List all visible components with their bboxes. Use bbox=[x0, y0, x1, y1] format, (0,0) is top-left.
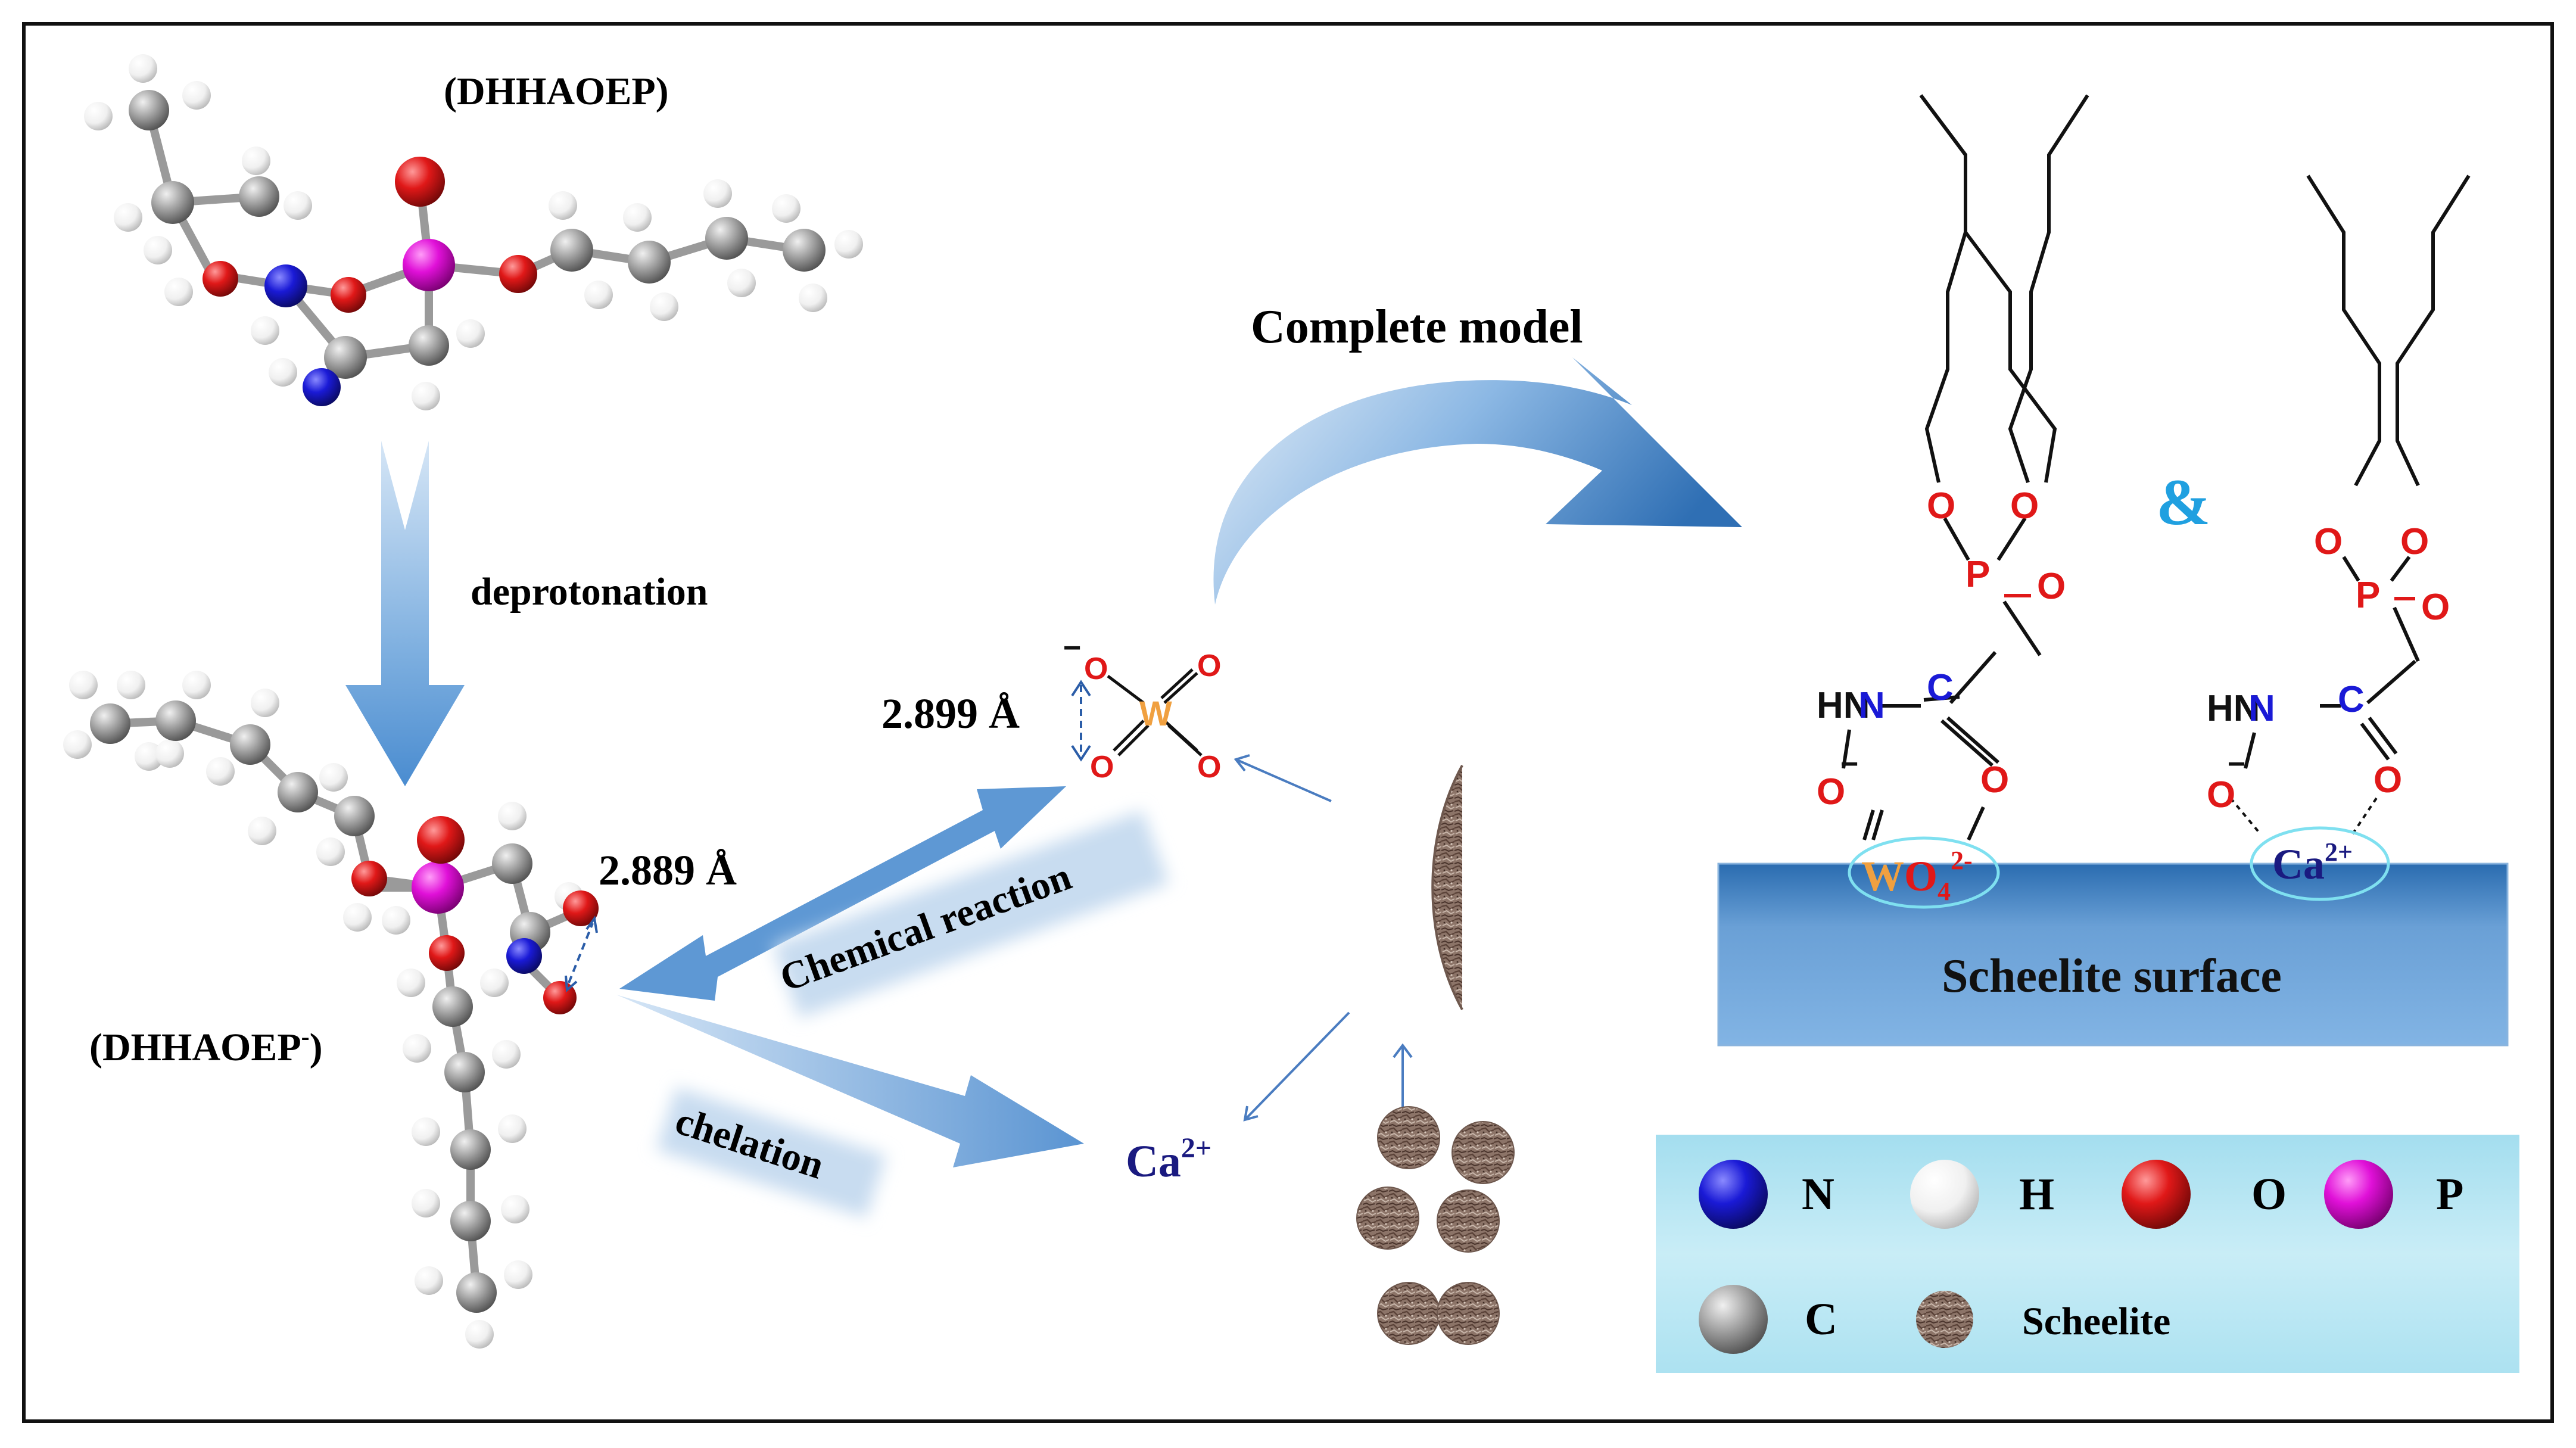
svg-text:O: O bbox=[1197, 649, 1221, 683]
svg-text:O: O bbox=[1090, 750, 1114, 784]
label-dhhaoep-anion: (DHHAOEP-) bbox=[89, 1023, 323, 1069]
scheelite-particles bbox=[1356, 1106, 1515, 1345]
legend-label-h: H bbox=[2019, 1169, 2054, 1219]
svg-text:C: C bbox=[1927, 667, 1954, 708]
molecule-dhhaoep bbox=[84, 54, 863, 410]
molecule-dhhaoep-anion bbox=[63, 671, 599, 1349]
figure-frame bbox=[22, 22, 2554, 1423]
legend-swatch-o bbox=[2122, 1160, 2191, 1229]
svg-text:O: O bbox=[2373, 759, 2402, 801]
legend-label-n: N bbox=[1802, 1169, 1834, 1219]
legend-swatch-h bbox=[1910, 1160, 1979, 1229]
label-distance-ion: 2.889 Å bbox=[599, 846, 737, 894]
legend-swatch-c bbox=[1699, 1285, 1768, 1354]
svg-text:−: − bbox=[1840, 747, 1858, 781]
deprotonation-arrow bbox=[345, 441, 465, 786]
structure-right-n: N bbox=[2248, 688, 2275, 729]
label-distance-tungstate: 2.899 Å bbox=[881, 690, 1020, 737]
pointer-arrows bbox=[1234, 754, 1413, 1132]
legend-label-o: O bbox=[2251, 1169, 2287, 1219]
svg-text:O: O bbox=[1084, 652, 1108, 686]
chemical-reaction-arrow bbox=[619, 786, 1066, 1001]
chelation-glow bbox=[656, 1087, 886, 1218]
label-surface-tungstate: WO42- bbox=[1861, 846, 1973, 906]
legend-swatch-p bbox=[2324, 1160, 2393, 1229]
label-dhhaoep: (DHHAOEP) bbox=[444, 70, 669, 113]
svg-text:O: O bbox=[2314, 521, 2343, 562]
legend-label-scheelite: Scheelite bbox=[2022, 1300, 2170, 1343]
label-scheelite-surface: Scheelite surface bbox=[1942, 950, 2282, 1002]
structure-tungstate-site: O O P O HN C O − O bbox=[1817, 94, 2089, 841]
surface-site-calcium bbox=[2250, 826, 2390, 901]
svg-text:O: O bbox=[1927, 485, 1955, 527]
surface-site-tungstate bbox=[1848, 836, 2000, 909]
svg-text:O: O bbox=[2400, 521, 2429, 562]
label-surface-calcium: Ca2+ bbox=[2272, 837, 2353, 888]
legend: N H O P C Scheelite bbox=[1699, 1160, 2463, 1354]
complete-model-arrow bbox=[1213, 357, 1742, 605]
scheelite-surface bbox=[1717, 862, 2509, 1047]
label-deprotonation: deprotonation bbox=[471, 570, 708, 614]
svg-text:P: P bbox=[2356, 575, 2380, 616]
svg-text:C: C bbox=[2338, 679, 2365, 720]
svg-text:O: O bbox=[1197, 750, 1221, 784]
svg-text:W: W bbox=[1139, 695, 1172, 733]
structure-left-n: N bbox=[1858, 685, 1885, 726]
svg-text:O: O bbox=[2207, 774, 2235, 815]
svg-text:O: O bbox=[1980, 759, 2009, 801]
scheelite-particle-edge bbox=[1431, 765, 1463, 1010]
structure-calcium-site: O O P O HN C O − O bbox=[2207, 175, 2471, 835]
chelation-arrow bbox=[616, 995, 1084, 1167]
svg-text:−: − bbox=[1063, 631, 1081, 665]
distance-marker-ion bbox=[565, 915, 598, 993]
legend-label-p: P bbox=[2436, 1169, 2463, 1219]
legend-swatch-n bbox=[1699, 1160, 1768, 1229]
legend-label-c: C bbox=[1805, 1294, 1837, 1344]
chemical-reaction-glow bbox=[773, 811, 1169, 1018]
svg-text:O: O bbox=[1817, 771, 1845, 812]
legend-swatch-scheelite bbox=[1916, 1291, 1973, 1348]
svg-text:HN: HN bbox=[1817, 685, 1870, 726]
svg-text:O: O bbox=[2037, 566, 2066, 607]
label-ca-ion: Ca2+ bbox=[1126, 1132, 1211, 1187]
svg-text:−: − bbox=[2228, 747, 2245, 781]
svg-text:O: O bbox=[2010, 485, 2039, 527]
tungstate-ion: W O O O O − bbox=[1063, 631, 1221, 784]
label-ampersand: & bbox=[2156, 466, 2211, 538]
svg-text:P: P bbox=[1966, 554, 1990, 595]
label-complete-model: Complete model bbox=[1251, 301, 1583, 353]
svg-text:HN: HN bbox=[2207, 688, 2260, 729]
svg-text:O: O bbox=[2421, 587, 2450, 628]
